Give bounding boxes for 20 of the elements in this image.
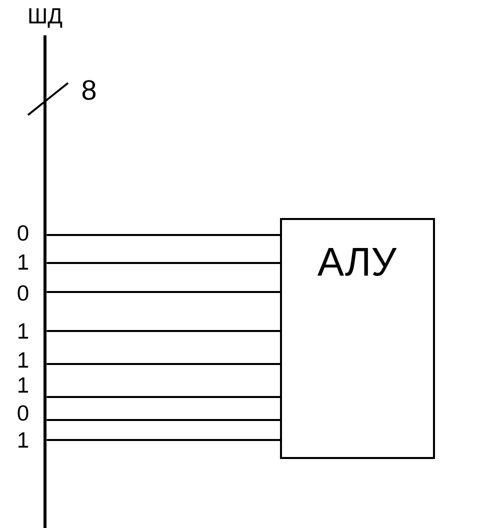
bit-value: 1 <box>18 352 28 368</box>
bit-value: 1 <box>18 377 28 393</box>
alu-box: АЛУ <box>280 218 435 459</box>
bit-value: 1 <box>18 432 28 448</box>
signal-line <box>46 439 280 441</box>
signal-line <box>46 262 280 264</box>
bus-name: ШД <box>29 8 62 28</box>
bit-value: 1 <box>18 323 28 339</box>
signal-line <box>46 396 280 398</box>
signal-line <box>46 419 280 421</box>
signal-line <box>46 363 280 365</box>
bit-value: 0 <box>18 285 28 301</box>
signal-line <box>46 330 280 332</box>
bus-width-label: 8 <box>82 80 96 100</box>
bit-value: 0 <box>18 225 28 241</box>
bit-value: 0 <box>18 405 28 421</box>
bus-line <box>44 35 46 528</box>
bit-value: 1 <box>18 254 28 270</box>
signal-line <box>46 291 280 293</box>
signal-line <box>46 234 280 236</box>
